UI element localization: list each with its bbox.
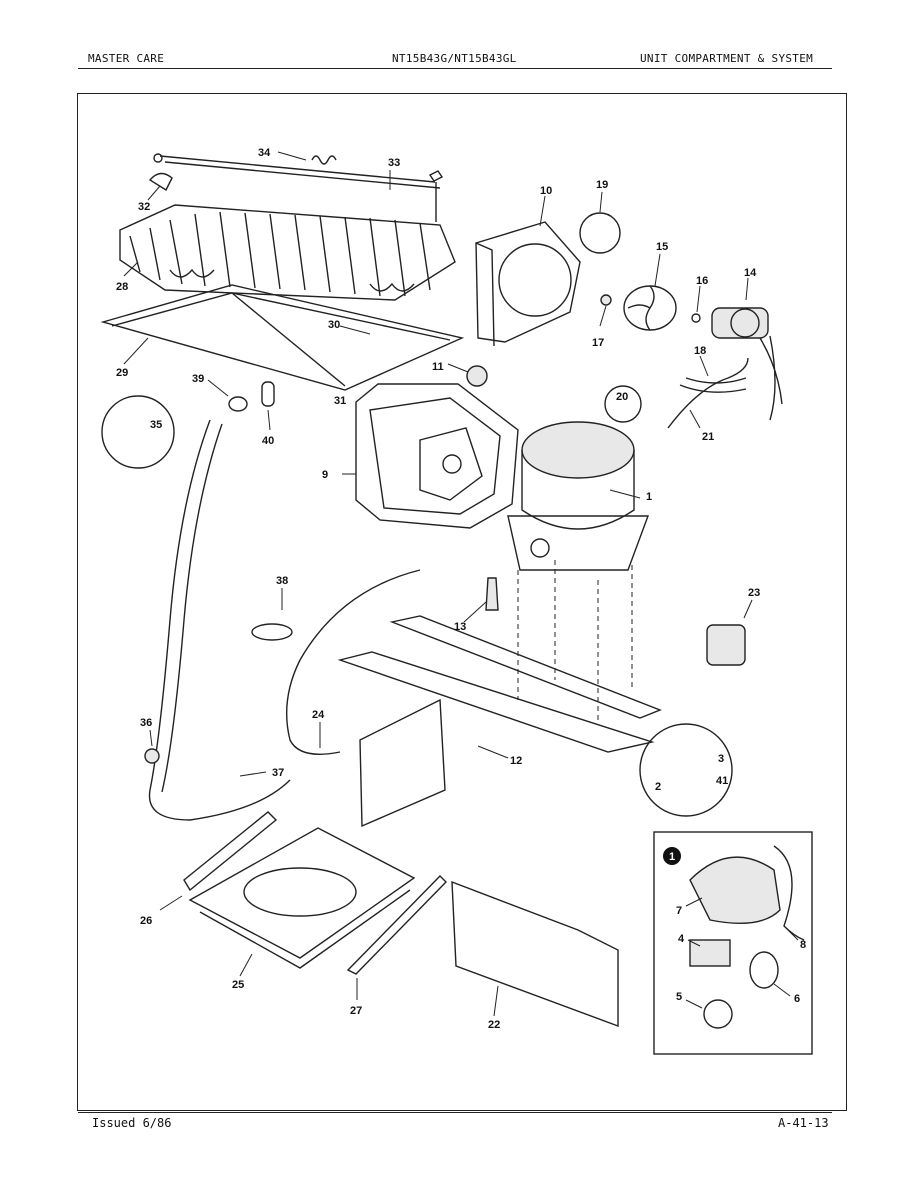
- drain-tube: [148, 419, 291, 821]
- callout-35: 35: [150, 419, 162, 431]
- callout-30: 30: [328, 319, 340, 331]
- callout-1: 1: [646, 491, 652, 503]
- detail-circle-grommets: [639, 723, 733, 817]
- inset-box: [653, 831, 813, 1055]
- inset-overload-5: [703, 999, 733, 1029]
- callout-10: 10: [540, 185, 552, 197]
- callout-18: 18: [694, 345, 706, 357]
- callout-24: 24: [312, 709, 325, 721]
- callout-25: 25: [232, 979, 244, 991]
- callout-16: 16: [696, 275, 708, 287]
- callout-21: 21: [702, 431, 714, 443]
- power-cord: [286, 569, 421, 755]
- callout-12: 12: [510, 755, 522, 767]
- callout-39: 39: [192, 373, 204, 385]
- filter-drier: [485, 577, 499, 611]
- detail-circle-35: [101, 395, 175, 469]
- callout-40: 40: [262, 435, 274, 447]
- shroud-grommet: [466, 365, 488, 387]
- callout-34: 34: [258, 147, 271, 159]
- callout-22: 22: [488, 1019, 500, 1031]
- fan-shroud: [475, 221, 581, 347]
- callout-7: 7: [676, 905, 682, 917]
- hose-clip-36: [144, 748, 160, 764]
- callout-29: 29: [116, 367, 128, 379]
- drain-pan: [183, 811, 447, 975]
- callout-9: 9: [322, 469, 328, 481]
- compressor-rails: [337, 560, 662, 828]
- callout-31: 31: [334, 395, 346, 407]
- callout-14: 14: [744, 267, 757, 279]
- grommet-39: [228, 396, 248, 412]
- condenser-coil: [119, 204, 456, 301]
- callout-17: 17: [592, 337, 604, 349]
- callout-2: 2: [655, 781, 661, 793]
- callout-20: 20: [616, 391, 628, 403]
- diagram-frame: [77, 93, 847, 1111]
- callout-37: 37: [272, 767, 284, 779]
- callout-3: 3: [718, 753, 724, 765]
- callout-38: 38: [276, 575, 288, 587]
- fan-motor: [711, 307, 783, 421]
- inset-cover-7: [689, 856, 781, 925]
- callout-23: 23: [748, 587, 760, 599]
- grommet-17: [600, 294, 612, 306]
- callout-8: 8: [800, 939, 806, 951]
- fan-blade: [623, 285, 677, 331]
- header-brand: MASTER CARE: [88, 52, 165, 65]
- detail-circle-19: [579, 212, 621, 254]
- cover-panel: [451, 880, 619, 1028]
- callout-13: 13: [454, 621, 466, 633]
- inset-clip-6: [749, 951, 779, 989]
- footer-issue-date: Issued 6/86: [92, 1116, 172, 1130]
- footer-page-code: A-41-13: [778, 1116, 829, 1130]
- callout-33: 33: [388, 157, 400, 169]
- condenser-rod: [148, 153, 444, 222]
- callout-32: 32: [138, 201, 150, 213]
- header-section-title: UNIT COMPARTMENT & SYSTEM: [640, 52, 814, 65]
- inset-marker-circle: [663, 847, 681, 865]
- evaporator-coil: [355, 383, 519, 529]
- callout-27: 27: [350, 1005, 362, 1017]
- washer-16: [691, 313, 701, 323]
- callout-numbers: 1 2 3 4 5 6 7 8 9 10 11 12 13 14 15 16 1…: [116, 147, 806, 1031]
- inset-marker-label: 1: [669, 851, 675, 863]
- callout-36: 36: [140, 717, 152, 729]
- relay-23: [706, 624, 746, 666]
- callout-26: 26: [140, 915, 152, 927]
- callout-41: 41: [716, 775, 728, 787]
- callout-5: 5: [676, 991, 682, 1003]
- callout-11: 11: [432, 361, 444, 373]
- clamp-38: [251, 623, 293, 641]
- callout-28: 28: [116, 281, 128, 293]
- wire-21: [667, 357, 749, 429]
- header-model-numbers: NT15B43G/NT15B43GL: [392, 52, 517, 65]
- footer-rule: [78, 1112, 832, 1113]
- header-rule: [78, 68, 832, 69]
- detail-circle-20: [604, 385, 642, 423]
- inset-bracket-8: [773, 845, 805, 941]
- callout-4: 4: [678, 933, 685, 945]
- callout-19: 19: [596, 179, 608, 191]
- compressor: [507, 421, 650, 571]
- plug-40: [261, 381, 275, 407]
- leader-lines: [123, 151, 799, 1017]
- callout-15: 15: [656, 241, 668, 253]
- callout-6: 6: [794, 993, 800, 1005]
- condenser-base-plate: [100, 284, 465, 391]
